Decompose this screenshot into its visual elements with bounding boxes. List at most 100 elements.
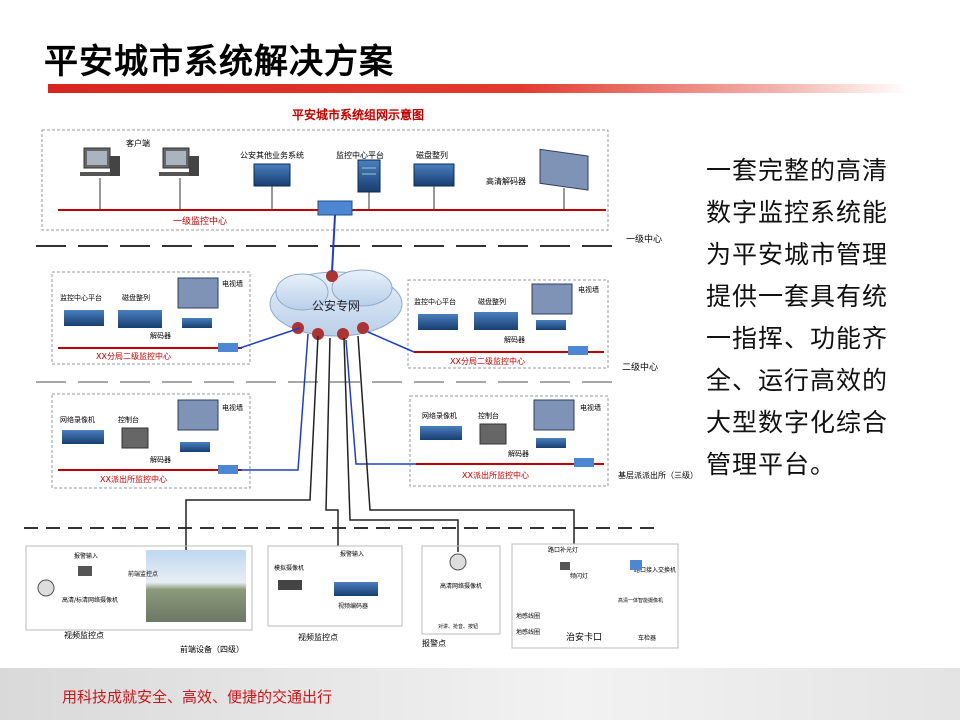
- link: [240, 333, 309, 471]
- description-line: 提供一套具有统: [706, 282, 889, 311]
- front4-light-label: 路口补光灯: [548, 546, 578, 554]
- link: [185, 335, 319, 552]
- other-biz-label: 公安其他业务系统: [240, 150, 304, 160]
- switch-icon: [218, 343, 238, 352]
- front-box-1: [25, 545, 253, 631]
- server-icon: [64, 310, 104, 326]
- video-wall-icon: [531, 283, 573, 315]
- link: [357, 335, 575, 544]
- footer-slogan: 用科技成就安全、高效、便捷的交通出行: [62, 688, 333, 706]
- level2-left-center-label: XX分局二级监控中心: [96, 351, 171, 361]
- level2-right-decoder-label: 解码器: [504, 335, 525, 344]
- level3-left-box: [51, 393, 251, 489]
- front-box-2: [267, 545, 403, 627]
- client-pc-icon: [159, 147, 199, 210]
- front4-footer-label: 治安卡口: [566, 631, 602, 643]
- front-box-4: [511, 543, 679, 649]
- decoder-icon: [536, 438, 566, 448]
- disk-array-icon: [474, 312, 518, 330]
- front4-strobe-label: 频闪灯: [570, 572, 588, 580]
- nvr-icon: [420, 426, 462, 440]
- switch-icon: [568, 346, 588, 355]
- console-pc-icon: [479, 423, 507, 445]
- switch-icon: [218, 465, 238, 474]
- analog-camera-icon: [278, 580, 302, 590]
- street-photo: [146, 550, 246, 622]
- front3-camera-label: 高清网络摄像机: [440, 582, 482, 590]
- level3-left-wall-label: 电视墙: [222, 403, 243, 412]
- level2-left-decoder-label: 解码器: [150, 331, 171, 340]
- description-line: 一套完整的高清: [706, 156, 889, 185]
- level2-left-platform-label: 监控中心平台: [60, 293, 102, 302]
- level2-right-box: [407, 279, 609, 369]
- hd-decoder-label: 高清解码器: [486, 176, 526, 186]
- footer-bar: [0, 668, 960, 720]
- front2-alarm-label: 报警输入: [340, 550, 364, 558]
- level3-right-wall-label: 电视墙: [580, 403, 601, 412]
- disk-array-icon: [118, 310, 162, 328]
- level3-right-box: [409, 395, 609, 487]
- front1-point-label: 前端监控点: [128, 570, 158, 578]
- video-wall-icon: [177, 277, 219, 309]
- front4-switch-label: 路口接入交换机: [634, 566, 676, 574]
- front1-alarm-label: 报警输入: [74, 552, 98, 560]
- level3-right-decoder-label: 解码器: [508, 449, 529, 458]
- description-line: 管理平台。: [706, 450, 837, 479]
- front4-loop1-label: 地感线圈: [516, 612, 540, 620]
- diagram-title: 平安城市系统组网示意图: [292, 107, 424, 122]
- front-box-3: [421, 545, 501, 635]
- level3-left-center-label: XX派出所监控中心: [100, 474, 167, 484]
- hd-camera-icon: [449, 553, 467, 571]
- console-pc-icon: [121, 427, 149, 449]
- uplink: [331, 214, 336, 273]
- video-wall-icon: [533, 399, 575, 431]
- client-label: 客户端: [126, 138, 150, 148]
- dome-camera-icon: [37, 579, 55, 597]
- front1-camera-label: 高清/标清网络摄像机: [62, 596, 118, 604]
- decoder-icon: [180, 442, 210, 452]
- description-text: 一套完整的高清 数字监控系统能 为平安城市管理 提供一套具有统 一指挥、功能齐 …: [706, 150, 906, 486]
- level3-left-console-label: 控制台: [118, 415, 139, 424]
- front2-footer-label: 视频监控点: [298, 632, 338, 642]
- front4-loop2-label: 地感线圈: [516, 628, 540, 636]
- alarm-input-icon: [78, 566, 92, 576]
- front3-intercom-label: 对讲、抢音、按钮: [438, 623, 478, 630]
- platform-label: 监控中心平台: [336, 150, 384, 160]
- nvr-icon: [62, 430, 104, 444]
- level2-right-center-label: XX分局二级监控中心: [450, 356, 525, 366]
- description-line: 大型数字化综合: [706, 408, 889, 437]
- decoder-icon: [182, 318, 212, 328]
- level3-left-decoder-label: 解码器: [150, 455, 171, 464]
- level1-box: [41, 129, 609, 231]
- router-icon: [630, 560, 642, 570]
- front1-footer-label: 视频监控点: [64, 630, 104, 640]
- level3-right-console-label: 控制台: [478, 411, 499, 420]
- cloud-label: 公安专网: [312, 298, 360, 313]
- front2-encoder-label: 视频编码器: [338, 602, 368, 610]
- link: [367, 331, 415, 353]
- disk-array-icon: [413, 163, 455, 210]
- client-pc-icon: [80, 147, 120, 210]
- front-group-label: 前端设备（四级）: [180, 644, 244, 654]
- level3-center-tag: 基层派派出所（三级）: [618, 470, 698, 480]
- link: [239, 327, 301, 349]
- front4-camera-label: 高清一体智能摄像机: [618, 597, 663, 604]
- level3-right-center-label: XX派出所监控中心: [462, 470, 529, 480]
- link: [325, 337, 339, 546]
- level2-left-wall-label: 电视墙: [222, 279, 243, 288]
- switch-icon: [574, 458, 594, 467]
- level3-right-nvr-label: 网络录像机: [422, 411, 457, 420]
- level2-right-platform-label: 监控中心平台: [414, 297, 456, 306]
- network-diagram: 平安城市系统组网示意图 一级监控中心 客户端 公安其他业务系统 监控中心平台 磁…: [24, 107, 698, 654]
- level3-left-nvr-label: 网络录像机: [60, 415, 95, 424]
- server-icon: [253, 163, 291, 210]
- decoder-icon: [536, 320, 566, 330]
- fill-light-icon: [560, 562, 570, 570]
- description-line: 为平安城市管理: [706, 240, 889, 269]
- video-wall-icon: [177, 399, 219, 431]
- front3-footer-label: 报警点: [422, 638, 446, 648]
- level2-right-wall-label: 电视墙: [578, 285, 599, 294]
- level1-center-label: 一级监控中心: [173, 215, 227, 227]
- description-line: 全、运行高效的: [706, 366, 889, 395]
- description-line: 一指挥、功能齐: [706, 324, 889, 353]
